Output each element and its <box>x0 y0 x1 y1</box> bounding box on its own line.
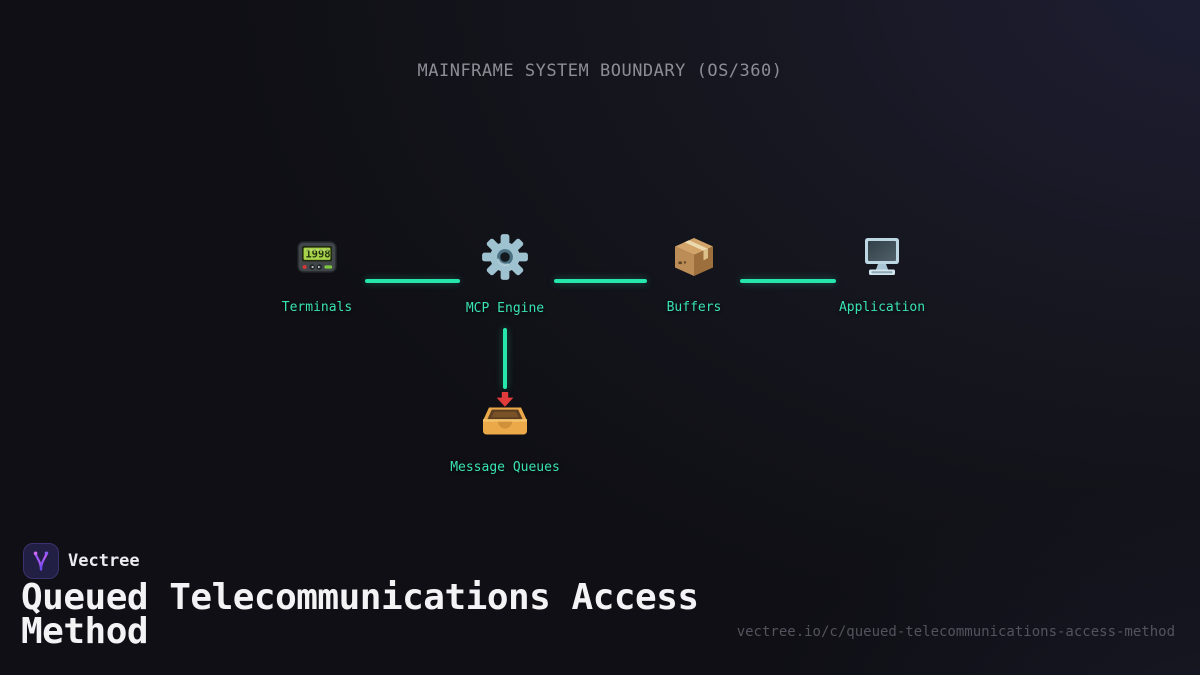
boundary-title: MAINFRAME SYSTEM BOUNDARY (OS/360) <box>417 61 783 81</box>
node-buffers: Buffers <box>614 233 774 315</box>
vectree-branch-icon <box>33 551 49 571</box>
node-message-queues: Message Queues <box>425 392 585 475</box>
node-label-buffers: Buffers <box>666 300 722 315</box>
connector-terminals-mcp <box>365 279 460 283</box>
vectree-logo <box>23 543 59 579</box>
connector-mcp-buffers <box>554 279 647 283</box>
brand-name: Vectree <box>68 551 140 571</box>
node-label-mcp-engine: MCP Engine <box>465 301 545 316</box>
desktop-computer-icon <box>865 238 899 275</box>
inbox-tray-icon <box>483 392 527 435</box>
node-terminals: 1998 Terminals <box>237 233 397 315</box>
node-label-application: Application <box>838 300 926 315</box>
page-url: vectree.io/c/queued-telecommunications-a… <box>736 624 1175 640</box>
node-application: Application <box>802 233 962 315</box>
package-icon <box>675 238 713 276</box>
node-label-message-queues: Message Queues <box>450 460 560 475</box>
gear-icon <box>482 234 528 280</box>
connector-buffers-application <box>740 279 836 283</box>
pager-icon: 1998 <box>297 241 337 273</box>
page-title: Queued Telecommunications Access Method <box>21 577 699 652</box>
node-label-terminals: Terminals <box>281 300 353 315</box>
svg-text:1998: 1998 <box>305 249 330 261</box>
node-mcp-engine: MCP Engine <box>425 232 585 316</box>
connector-mcp-message-queues <box>503 328 507 389</box>
